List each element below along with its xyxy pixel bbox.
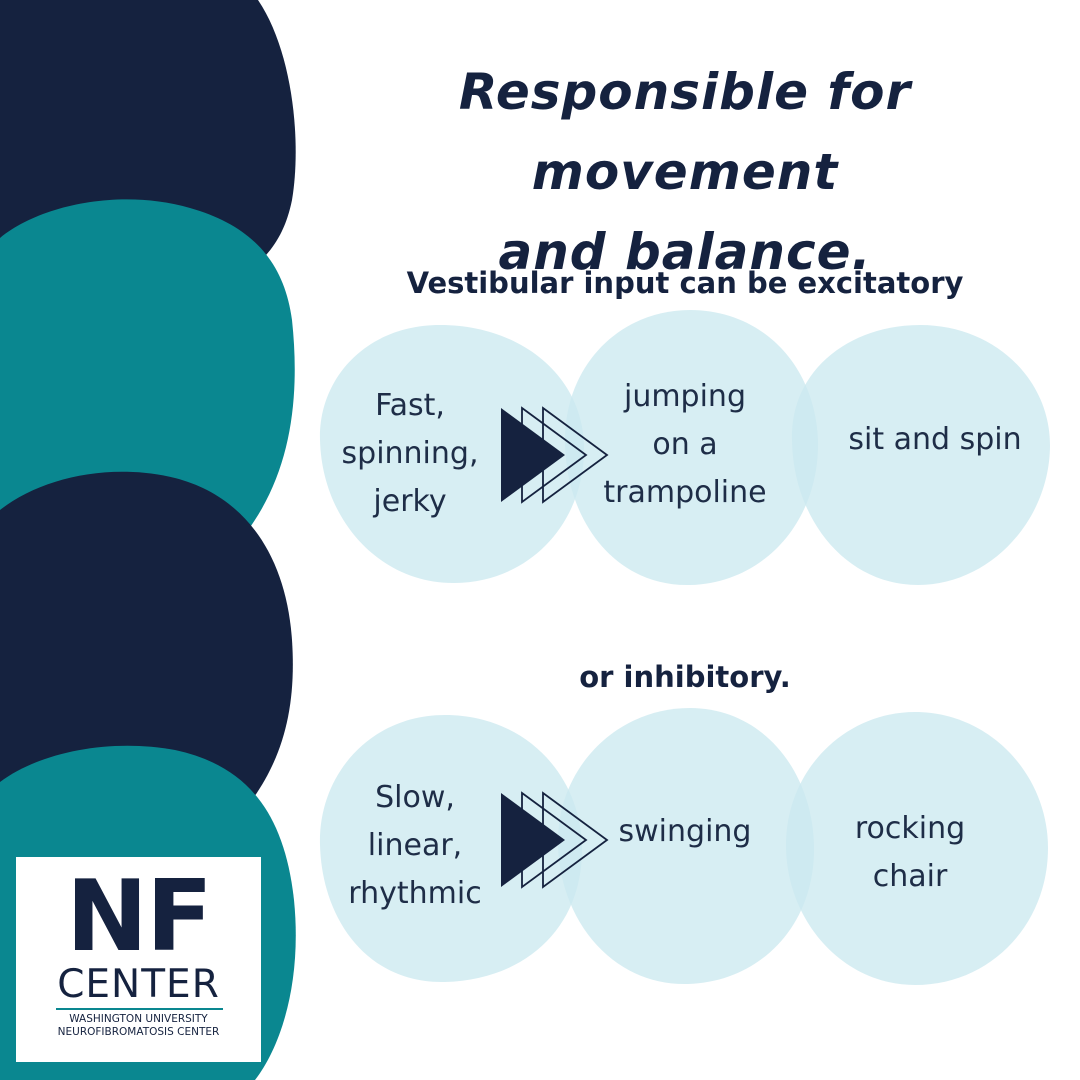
logo-word-center: CENTER	[57, 962, 220, 1007]
navy-blob-middle	[0, 471, 293, 820]
title-line-2: and balance.	[498, 223, 872, 281]
nf-center-logo: NF CENTER WASHINGTON UNIVERSITY NEUROFIB…	[16, 857, 261, 1062]
excitatory-arrow-icon	[501, 406, 609, 504]
example-line-trampoline: trampoline	[603, 475, 767, 510]
bubble-rocking-chair	[786, 712, 1048, 985]
logo-mark-nf: NF	[66, 860, 213, 974]
logo-line-center-name: NEUROFIBROMATOSIS CENTER	[57, 1026, 220, 1038]
bubble-excitatory-cause	[319, 325, 585, 584]
logo-line-university: WASHINGTON UNIVERSITY	[69, 1013, 208, 1025]
arrow-solid	[501, 408, 565, 502]
logo-divider	[56, 1008, 223, 1010]
cause-word-linear: linear,	[367, 828, 463, 863]
inhibitory-example-swinging: swinging	[585, 808, 785, 856]
cause-word-jerky: jerky	[373, 484, 447, 519]
inhibitory-arrow-icon	[501, 791, 609, 889]
cause-word-fast: Fast,	[375, 388, 445, 423]
excitatory-example-trampoline: jumping on a trampoline	[585, 373, 785, 517]
example-line-chair: chair	[872, 859, 948, 894]
page-title: Responsible for movement and balance.	[300, 52, 1070, 292]
cause-word-rhythmic: rhythmic	[348, 876, 482, 911]
arrow-solid	[501, 793, 565, 887]
bubble-trampoline	[565, 310, 819, 586]
bubble-inhibitory-cause	[319, 715, 582, 983]
excitatory-cause-text: Fast, spinning, jerky	[325, 382, 495, 526]
example-line-rocking: rocking	[854, 811, 966, 846]
excitatory-heading: Vestibular input can be excitatory	[406, 266, 964, 300]
cause-word-spinning: spinning,	[341, 436, 479, 471]
example-line-swinging: swinging	[618, 814, 752, 849]
teal-blob-upper	[0, 199, 295, 530]
cause-word-slow: Slow,	[375, 780, 455, 815]
bubble-swinging	[557, 708, 815, 985]
inhibitory-cause-text: Slow, linear, rhythmic	[330, 774, 500, 918]
inhibitory-example-rocking-chair: rocking chair	[800, 805, 1020, 901]
inhibitory-heading: or inhibitory.	[579, 660, 791, 694]
title-line-1: Responsible for movement	[458, 63, 912, 201]
example-line-on-a: on a	[652, 427, 718, 462]
example-line-sit-and-spin: sit and spin	[848, 422, 1022, 457]
example-line-jumping: jumping	[623, 379, 746, 414]
bubble-sit-and-spin	[791, 325, 1050, 585]
excitatory-example-sit-and-spin: sit and spin	[820, 416, 1050, 464]
